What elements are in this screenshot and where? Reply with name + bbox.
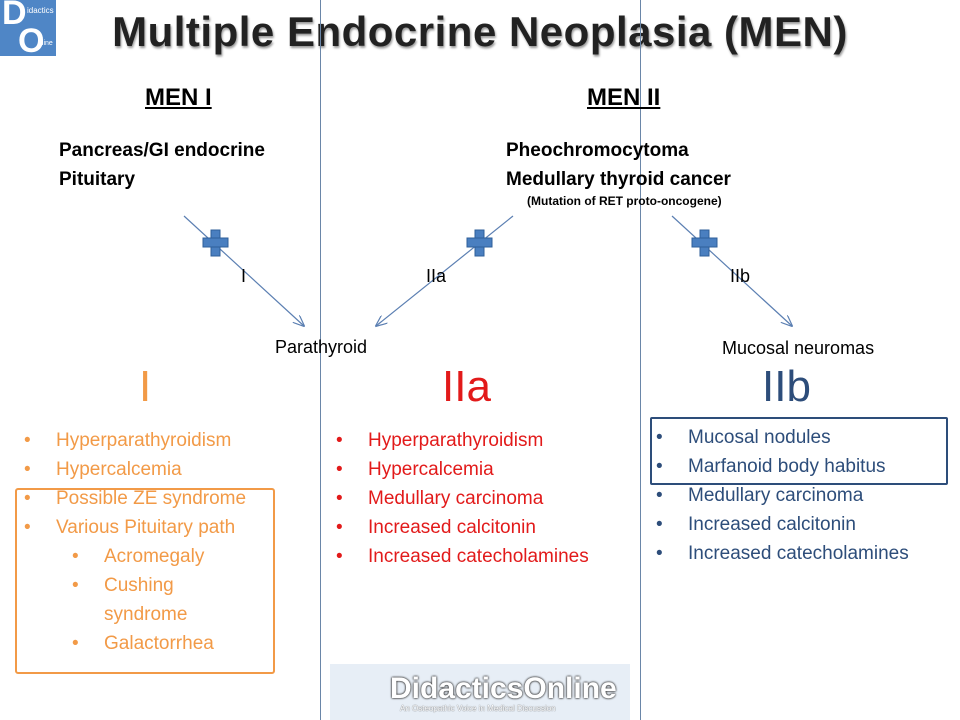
- col-iib-item-3: Medullary carcinoma: [656, 481, 956, 510]
- col-i-item-3: Possible ZE syndrome: [24, 484, 314, 513]
- footer-logo: DidacticsOnline An Osteopathic Voice in …: [330, 664, 630, 720]
- col-iia-item-4: Increased calcitonin: [336, 513, 636, 542]
- logo-small-bottom: nline: [38, 40, 53, 47]
- col-iib-letter: IIb: [762, 362, 811, 411]
- men1-line-2: Pituitary: [59, 169, 136, 190]
- col-i-item-2: Hypercalcemia: [24, 455, 314, 484]
- logo-letter-d: D: [2, 0, 27, 32]
- col-iia-item-3: Medullary carcinoma: [336, 484, 636, 513]
- men1-line-1: Pancreas/GI endocrine: [59, 140, 265, 161]
- arrow-label-i: I: [241, 266, 247, 286]
- logo-letter-o: O: [18, 22, 45, 60]
- plus-icon-3: [691, 229, 718, 257]
- logo-small-top: idactics: [27, 6, 54, 15]
- footer-logo-tagline: An Osteopathic Voice in Medical Discussi…: [400, 704, 556, 713]
- col-iib-item-1: Mucosal nodules: [656, 423, 956, 452]
- col-iia-item-5: Increased catecholamines: [336, 542, 636, 571]
- men1-features: Pancreas/GI endocrine Pituitary: [59, 136, 265, 194]
- col-iia-list: Hyperparathyroidism Hypercalcemia Medull…: [336, 426, 636, 571]
- col-iia-letter: IIa: [442, 362, 491, 411]
- col-iia-item-2: Hypercalcemia: [336, 455, 636, 484]
- col-iib-item-2: Marfanoid body habitus: [656, 452, 956, 481]
- corner-logo: D idactics O nline: [0, 0, 56, 60]
- divider-left: [320, 0, 321, 720]
- plus-icon-1: [202, 229, 229, 257]
- men1-heading: MEN I: [145, 84, 212, 111]
- plus-icon-2: [466, 229, 493, 257]
- arrow-men2-to-parathyroid: [376, 215, 514, 326]
- col-iib-item-4: Increased calcitonin: [656, 510, 956, 539]
- men2-line-2: Medullary thyroid cancer: [506, 169, 731, 190]
- slide-title: Multiple Endocrine Neoplasia (MEN): [112, 8, 848, 55]
- col-iia-item-1: Hyperparathyroidism: [336, 426, 636, 455]
- col-i-item-1: Hyperparathyroidism: [24, 426, 314, 455]
- footer-logo-name: DidacticsOnline: [390, 672, 617, 705]
- men2-features: Pheochromocytoma Medullary thyroid cance…: [506, 136, 731, 194]
- col-iib-item-5: Increased catecholamines: [656, 539, 956, 568]
- target-parathyroid: Parathyroid: [275, 337, 368, 357]
- col-iib-list: Mucosal nodules Marfanoid body habitus M…: [656, 423, 956, 568]
- arrow-label-iib: IIb: [730, 266, 751, 286]
- col-i-letter: I: [139, 362, 152, 411]
- target-mucosal-neuromas: Mucosal neuromas: [722, 338, 875, 358]
- col-i-list: Hyperparathyroidism Hypercalcemia Possib…: [24, 426, 314, 658]
- arrow-label-iia: IIa: [426, 266, 447, 286]
- men2-line-1: Pheochromocytoma: [506, 140, 689, 161]
- men2-heading: MEN II: [587, 84, 661, 111]
- col-i-subitem-1: Acromegaly: [24, 542, 314, 571]
- divider-right: [640, 0, 641, 720]
- col-i-subitem-2: Cushing syndrome: [24, 571, 234, 629]
- col-i-item-4: Various Pituitary path: [24, 513, 314, 542]
- arrow-men2-to-mucosal: [671, 215, 792, 326]
- arrow-men1-to-parathyroid: [183, 215, 304, 326]
- men2-note: (Mutation of RET proto-oncogene): [527, 194, 722, 208]
- col-i-subitem-3: Galactorrhea: [24, 629, 314, 658]
